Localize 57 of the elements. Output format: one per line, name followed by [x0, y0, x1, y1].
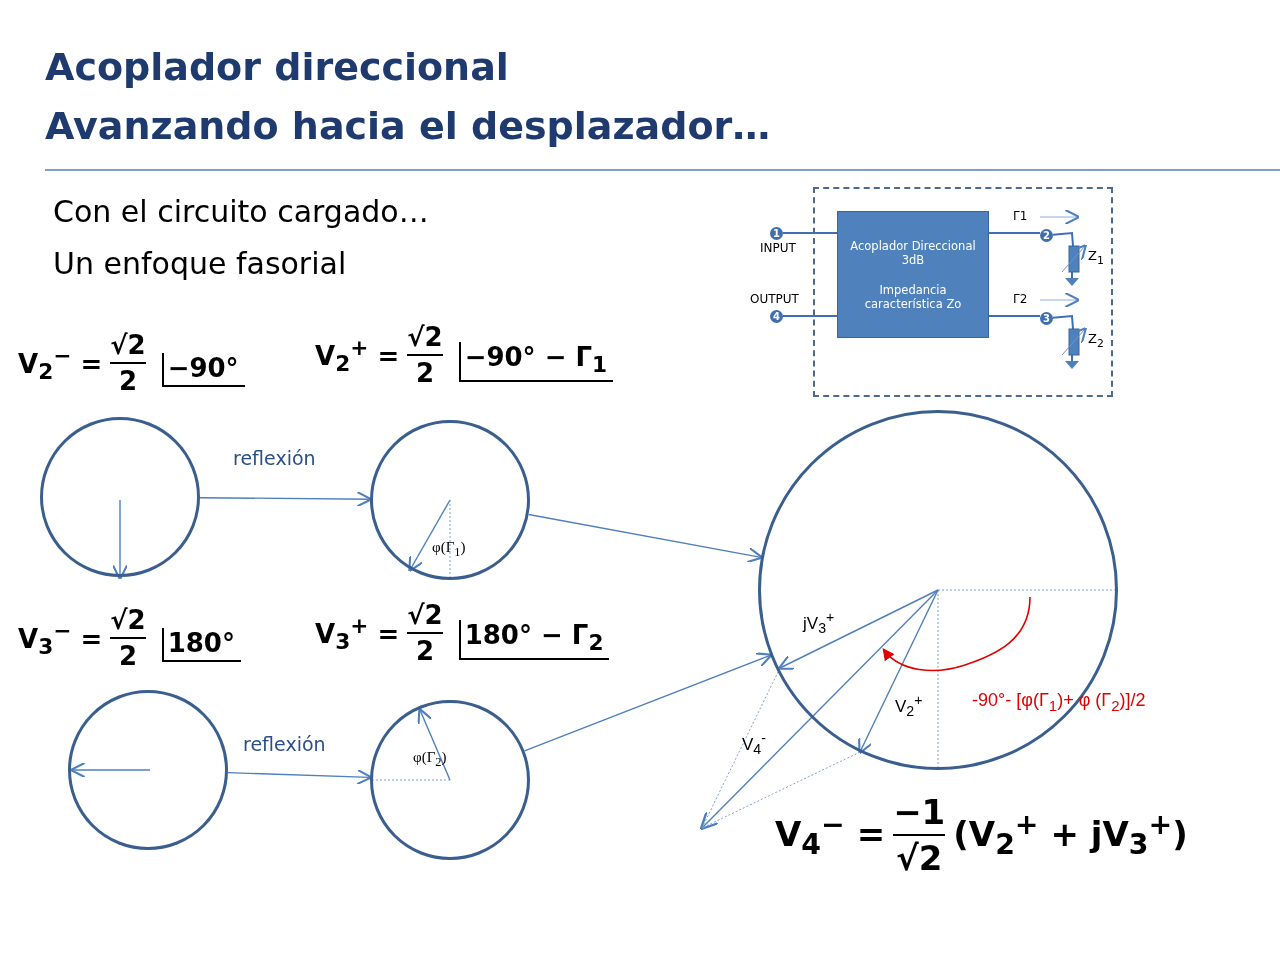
port-number: 4	[773, 311, 780, 322]
angle-value: 180° − Γ$_{2}$	[458, 620, 610, 660]
dashed-frame	[813, 187, 1113, 397]
arrow	[199, 491, 373, 508]
arrow	[528, 513, 764, 563]
formula-lhs: V$_{3}$$^{−}$ =	[18, 617, 103, 659]
fraction-denominator: 2	[118, 366, 137, 396]
wire	[988, 232, 1041, 234]
fraction-denominator: 2	[415, 358, 434, 388]
fraction-denominator: 2	[118, 641, 137, 671]
angle-value: −90°	[161, 353, 245, 387]
fraction-numerator: √2	[110, 605, 146, 635]
arrow	[523, 652, 773, 752]
wire	[1051, 231, 1074, 247]
variable-resistor	[1062, 329, 1086, 355]
node-text: Impedancia característica Zo	[863, 282, 963, 311]
wire	[782, 232, 838, 234]
angle-value: −90° − Γ$_{1}$	[458, 342, 614, 382]
angle-label: φ(Γ$_{1}$)	[432, 539, 466, 560]
angle-label: φ(Γ$_{2}$)	[413, 749, 447, 770]
node-text: Acoplador Direccional 3dB	[849, 238, 977, 267]
slide-title: Avanzando hacia el desplazador…	[45, 104, 771, 148]
slide-title: Acoplador direccional	[45, 45, 509, 89]
fraction-denominator: √2	[896, 838, 943, 878]
variable-resistor	[1062, 246, 1086, 272]
angle-value: 180°	[161, 628, 241, 662]
formula-lhs: V$_{2}$$^{+}$ =	[315, 334, 400, 376]
port-number: 1	[773, 228, 780, 239]
reflection-label: Γ1	[1013, 209, 1028, 223]
phasor-circle	[40, 417, 200, 577]
resistor-label: Z$_{2}$	[1088, 331, 1104, 350]
wire	[988, 315, 1041, 317]
resistor-label: Z$_{1}$	[1088, 248, 1104, 267]
coupler-block	[837, 211, 989, 338]
fraction-numerator: √2	[407, 600, 443, 630]
angle-label: -90°- [φ(Γ$_{1}$)+ φ (Γ$_{2}$)]/2	[972, 690, 1146, 714]
phasor-circle	[370, 420, 530, 580]
fraction-numerator: −1	[893, 792, 946, 832]
slide-text: Con el circuito cargado…	[53, 194, 429, 229]
fraction-numerator: √2	[407, 322, 443, 352]
wire	[1051, 314, 1074, 330]
port-number: 2	[1043, 230, 1050, 241]
formula-lhs: V$_{3}$$^{+}$ =	[315, 612, 400, 654]
phasor-circle	[68, 690, 228, 850]
port-number: 3	[1043, 313, 1050, 324]
formula-lhs: V$_{4}$$^{−}$ =	[775, 808, 886, 862]
fraction-denominator: 2	[415, 636, 434, 666]
arrow	[227, 768, 373, 785]
port-label: INPUT	[760, 241, 796, 255]
port-label: OUTPUT	[750, 292, 799, 306]
formula-term: (V$_{2}$$^{+}$ + jV$_{3}$$^{+}$)	[953, 808, 1188, 862]
slide-text: Un enfoque fasorial	[53, 246, 347, 281]
phasor-circle	[370, 700, 530, 860]
fraction-numerator: √2	[110, 330, 146, 360]
wire	[782, 315, 838, 317]
reflection-label: Γ2	[1013, 292, 1028, 306]
formula-lhs: V$_{2}$$^{−}$ =	[18, 342, 103, 384]
